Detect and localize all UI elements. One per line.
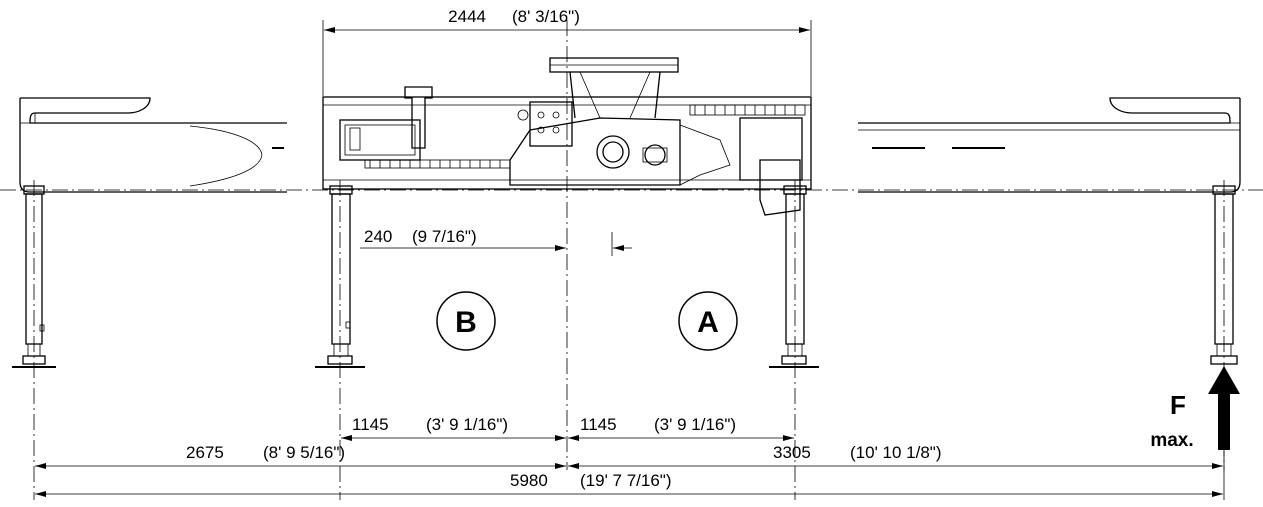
dim-half-left-value: 1145	[352, 415, 389, 434]
dim-top-width: 2444 (8' 3/16")	[322, 7, 812, 96]
svg-text:A: A	[697, 306, 719, 339]
dim-offset: 240 (9 7/16")	[360, 227, 632, 256]
dim-half-left-imperial: (3' 9 1/16")	[426, 415, 508, 434]
dim-offset-value: 240	[364, 227, 392, 246]
dim-top-width-imperial: (8' 3/16")	[512, 7, 580, 26]
svg-text:B: B	[455, 306, 477, 339]
dim-left-span-value: 2675	[186, 443, 224, 462]
dim-spans: 2675 (8' 9 5/16") 3305 (10' 10 1/8")	[35, 400, 1225, 500]
dim-total-imperial: (19' 7 7/16")	[580, 471, 672, 490]
dim-right-span-imperial: (10' 10 1/8")	[850, 443, 942, 462]
dim-half-right-value: 1145	[580, 415, 617, 434]
dim-right-span-value: 3305	[773, 443, 811, 462]
force-arrow-icon	[1208, 366, 1240, 450]
center-left-leg	[315, 180, 365, 500]
zone-b-label: B	[436, 291, 496, 351]
dim-offset-imperial: (9 7/16")	[412, 227, 477, 246]
dim-half-right-imperial: (3' 9 1/16")	[654, 415, 736, 434]
right-outrigger-beam	[858, 97, 1241, 470]
right-outrigger-leg	[1210, 185, 1238, 365]
dim-left-span-imperial: (8' 9 5/16")	[263, 443, 345, 462]
left-outrigger-leg	[12, 185, 56, 368]
dim-halves: 1145 (3' 9 1/16") 1145 (3' 9 1/16")	[341, 415, 794, 441]
dim-total: 5980 (19' 7 7/16")	[35, 471, 1223, 497]
force-symbol: F	[1170, 390, 1186, 420]
dim-top-width-value: 2444	[448, 7, 486, 26]
center-right-leg	[769, 180, 819, 500]
dim-total-value: 5980	[510, 471, 548, 490]
force-qualifier: max.	[1150, 430, 1193, 451]
zone-a-label: A	[678, 291, 738, 351]
left-outrigger-beam	[19, 97, 287, 500]
